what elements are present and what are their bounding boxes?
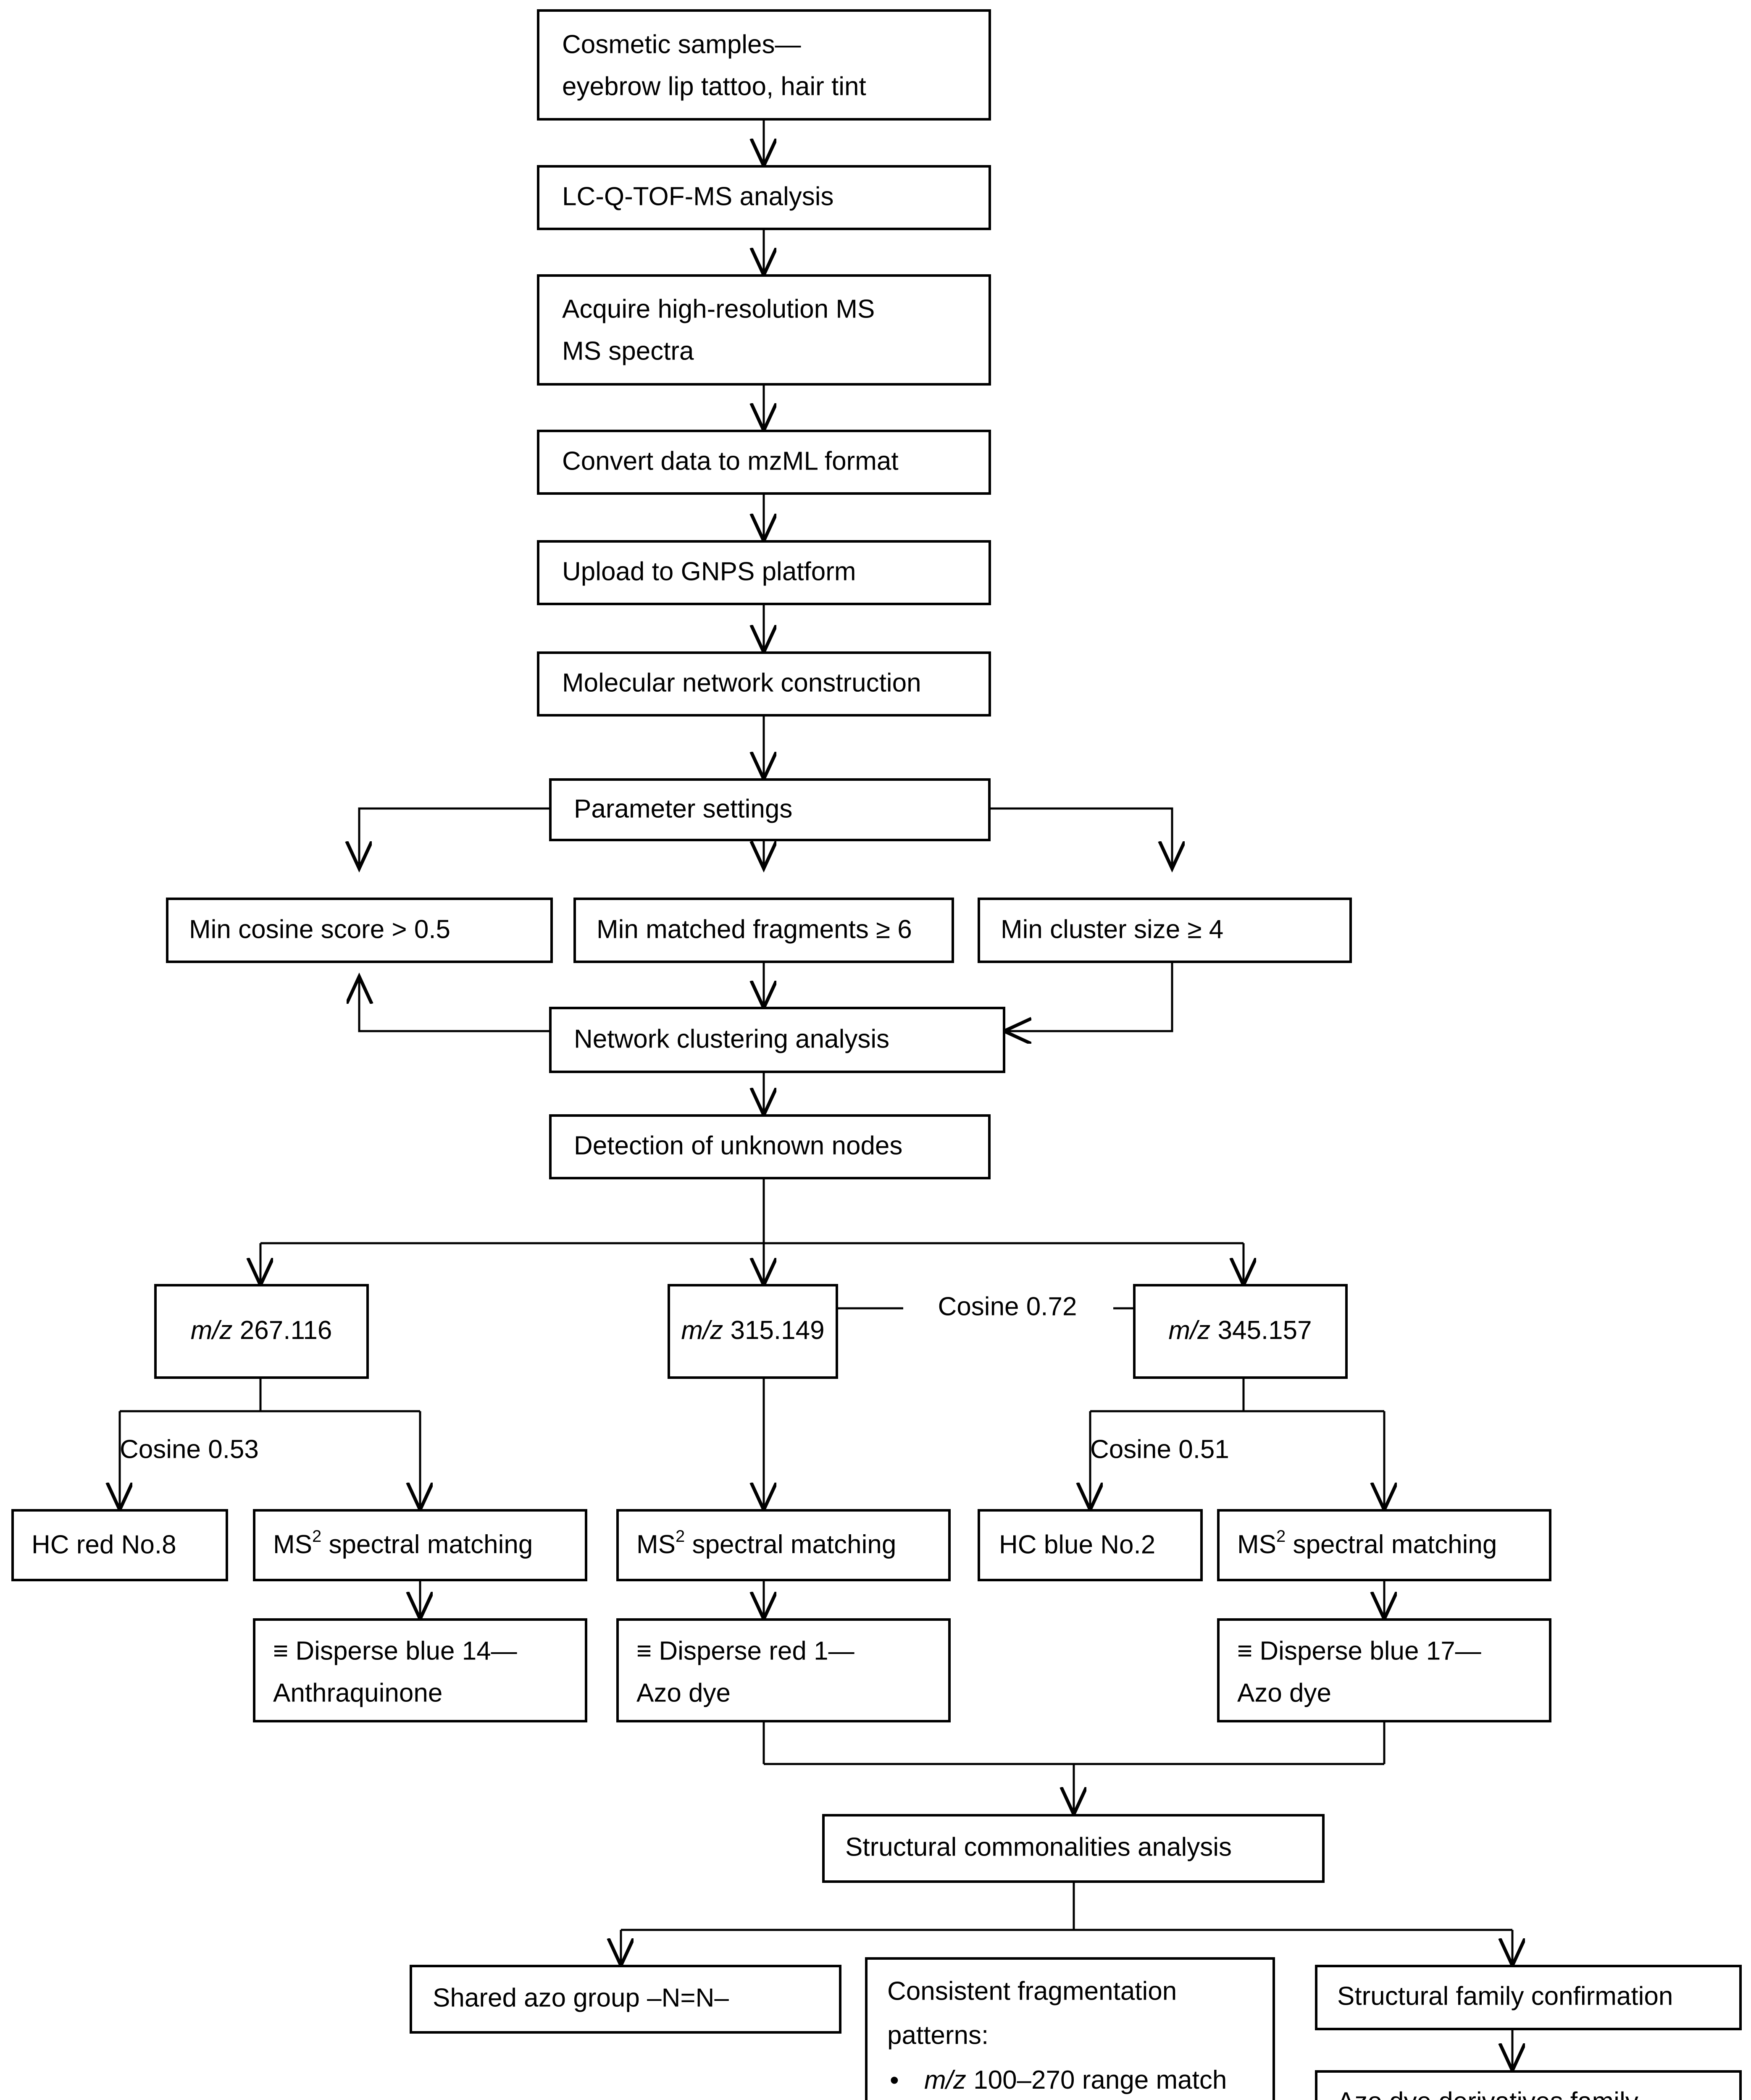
acquire-line1: Acquire high-resolution MS (562, 294, 875, 323)
node-min-matched-fragments[interactable]: Min matched fragments ≥ 6 (573, 898, 954, 963)
shared-azo-group-label: Shared azo group –N=N– (433, 1983, 729, 2012)
molecular-network-label: Molecular network construction (562, 668, 921, 697)
node-molecular-network[interactable]: Molecular network construction (537, 651, 991, 717)
mz-345-prefix: m/z (1168, 1316, 1210, 1345)
node-min-cosine-score[interactable]: Min cosine score > 0.5 (166, 898, 553, 963)
svg-text:MS2 spectral matching: MS2 spectral matching (636, 1527, 896, 1559)
disperse-blue-14-line2: Anthraquinone (273, 1678, 442, 1707)
detection-unknown-label: Detection of unknown nodes (574, 1131, 902, 1160)
node-cosmetic-samples[interactable]: Cosmetic samples— eyebrow lip tattoo, ha… (537, 9, 991, 121)
node-ms2-spectral-matching-left[interactable]: MS2 spectral matching (253, 1509, 587, 1581)
disperse-blue-14-line1: ≡ Disperse blue 14— (273, 1636, 517, 1665)
ms2-mid-superscript: 2 (676, 1527, 685, 1546)
svg-text:MS2 spectral matching: MS2 spectral matching (273, 1527, 533, 1559)
node-mz-267[interactable]: m/z 267.116 (154, 1284, 369, 1379)
consistent-frag-bullet1-rest: 100–270 range match (973, 2066, 1227, 2095)
min-cluster-size-label: Min cluster size ≥ 4 (1001, 915, 1223, 944)
node-mz-315[interactable]: m/z 315.149 (668, 1284, 838, 1379)
cosmetic-samples-line1: Cosmetic samples— (562, 30, 801, 59)
acquire-line2: MS spectra (562, 336, 694, 365)
svg-text:m/z 345.157: m/z 345.157 (1168, 1316, 1312, 1345)
node-structural-family[interactable]: Structural family confirmation (1315, 1965, 1742, 2030)
edge-parameter-bus-right (989, 807, 1172, 869)
edge-cluster-to-clustering (1004, 962, 1173, 1031)
edge-label-cosine-072: Cosine 0.72 (938, 1292, 1077, 1321)
node-structural-commonalities[interactable]: Structural commonalities analysis (822, 1814, 1325, 1883)
consistent-frag-line2: patterns: (887, 2021, 989, 2050)
consistent-frag-bullet1-prefix: m/z (924, 2066, 966, 2095)
convert-mzml-label: Convert data to mzML format (562, 446, 899, 475)
edge-parameter-bus-left (359, 807, 550, 869)
node-detection-unknown[interactable]: Detection of unknown nodes (549, 1114, 991, 1179)
node-hc-blue-2[interactable]: HC blue No.2 (978, 1509, 1203, 1581)
node-acquire-ms[interactable]: Acquire high-resolution MS MS spectra (537, 274, 991, 386)
min-cosine-score-label: Min cosine score > 0.5 (189, 915, 450, 944)
node-ms2-spectral-matching-right[interactable]: MS2 spectral matching (1217, 1509, 1551, 1581)
node-disperse-blue-14[interactable]: ≡ Disperse blue 14— Anthraquinone (253, 1618, 587, 1722)
ms2-mid-rest: spectral matching (685, 1530, 896, 1559)
mz-315-value: 315.149 (730, 1316, 824, 1345)
lc-qtof-ms-label: LC-Q-TOF-MS analysis (562, 182, 834, 211)
disperse-red-1-line2: Azo dye (636, 1678, 731, 1707)
ms2-left-superscript: 2 (312, 1527, 321, 1546)
consistent-frag-bullet1: m/z 100–270 range match (924, 2066, 1227, 2095)
ms2-mid-base: MS (636, 1530, 676, 1559)
mz-267-value: 267.116 (240, 1316, 332, 1345)
network-clustering-label: Network clustering analysis (574, 1024, 889, 1053)
mz-315-prefix: m/z (681, 1316, 723, 1345)
cosmetic-samples-line2: eyebrow lip tattoo, hair tint (562, 72, 866, 101)
mz-267-prefix: m/z (191, 1316, 233, 1345)
upload-gnps-label: Upload to GNPS platform (562, 557, 856, 586)
node-azo-dye-family[interactable]: Azo dye derivatives family (1315, 2070, 1742, 2100)
mz-345-value: 345.157 (1217, 1316, 1312, 1345)
edge-clustering-to-cosine-feedback (359, 976, 550, 1032)
node-min-cluster-size[interactable]: Min cluster size ≥ 4 (978, 898, 1352, 963)
svg-text:MS2 spectral matching: MS2 spectral matching (1237, 1527, 1497, 1559)
node-consistent-fragmentation[interactable]: Consistent fragmentation patterns: • m/z… (865, 1957, 1275, 2100)
node-disperse-blue-17[interactable]: ≡ Disperse blue 17— Azo dye (1217, 1618, 1551, 1722)
node-disperse-red-1[interactable]: ≡ Disperse red 1— Azo dye (616, 1618, 951, 1722)
ms2-right-base: MS (1237, 1530, 1276, 1559)
node-hc-red-8[interactable]: HC red No.8 (11, 1509, 228, 1581)
min-matched-fragments-label: Min matched fragments ≥ 6 (597, 915, 912, 944)
edge-label-cosine-053: Cosine 0.53 (120, 1435, 259, 1464)
hc-red-8-label: HC red No.8 (32, 1530, 176, 1559)
parameter-settings-label: Parameter settings (574, 794, 792, 823)
hc-blue-2-label: HC blue No.2 (999, 1530, 1155, 1559)
disperse-blue-17-line1: ≡ Disperse blue 17— (1237, 1636, 1481, 1665)
consistent-frag-line1: Consistent fragmentation (887, 1977, 1177, 2006)
bullet-glyph-1: • (890, 2066, 899, 2095)
node-convert-mzml[interactable]: Convert data to mzML format (537, 430, 991, 495)
node-parameter-settings[interactable]: Parameter settings (549, 778, 991, 841)
node-lc-qtof-ms[interactable]: LC-Q-TOF-MS analysis (537, 165, 991, 230)
disperse-red-1-line1: ≡ Disperse red 1— (636, 1636, 854, 1665)
azo-dye-family-label: Azo dye derivatives family (1337, 2087, 1638, 2100)
edge-label-cosine-072-group: Cosine 0.72 (903, 1287, 1113, 1329)
node-network-clustering[interactable]: Network clustering analysis (549, 1007, 1005, 1073)
ms2-right-superscript: 2 (1276, 1527, 1286, 1546)
node-ms2-spectral-matching-mid[interactable]: MS2 spectral matching (616, 1509, 951, 1581)
node-shared-azo-group[interactable]: Shared azo group –N=N– (410, 1965, 841, 2034)
disperse-blue-17-line2: Azo dye (1237, 1678, 1331, 1707)
node-mz-345[interactable]: m/z 345.157 (1133, 1284, 1348, 1379)
node-upload-gnps[interactable]: Upload to GNPS platform (537, 540, 991, 605)
structural-commonalities-label: Structural commonalities analysis (845, 1832, 1232, 1861)
ms2-left-base: MS (273, 1530, 312, 1559)
ms2-left-rest: spectral matching (321, 1530, 533, 1559)
edge-label-cosine-051: Cosine 0.51 (1090, 1435, 1229, 1464)
svg-text:m/z 267.116: m/z 267.116 (191, 1316, 332, 1345)
svg-text:m/z 315.149: m/z 315.149 (681, 1316, 824, 1345)
structural-family-label: Structural family confirmation (1337, 1982, 1673, 2011)
ms2-right-rest: spectral matching (1286, 1530, 1497, 1559)
